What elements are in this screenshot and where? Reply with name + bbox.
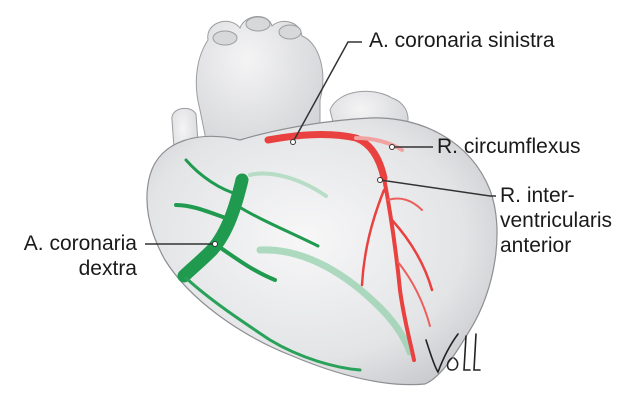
label-interventricularis: R. inter- ventricularis anterior <box>500 183 612 258</box>
label-coronaria-dextra: A. coronaria dextra <box>24 231 137 281</box>
label-circumflexus: R. circumflexus <box>437 134 581 159</box>
label-coronaria-sinistra: A. coronaria sinistra <box>369 28 555 53</box>
